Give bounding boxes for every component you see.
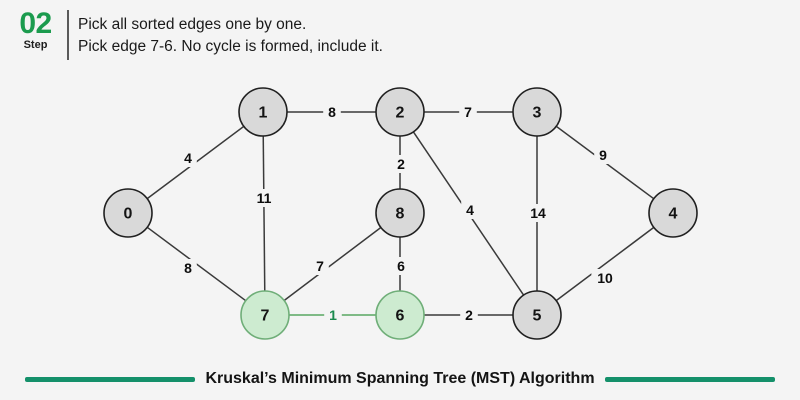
footer-title: Kruskal’s Minimum Spanning Tree (MST) Al…: [205, 370, 595, 387]
edge-weight-backdrop: [250, 189, 278, 207]
node-label-2: 2: [396, 105, 405, 122]
step-description-line-2: Pick edge 7-6. No cycle is formed, inclu…: [78, 38, 383, 55]
graph-node-4[interactable]: 4: [648, 188, 698, 238]
graph-node-2[interactable]: 2: [375, 87, 425, 137]
header-divider: [67, 10, 69, 60]
edge-weight-backdrop: [311, 257, 329, 275]
edge-weight-7-6: 1: [329, 307, 337, 323]
edge-weight-7-8: 7: [316, 258, 324, 274]
edge-weight-2-8: 2: [397, 156, 405, 172]
graph-node-6[interactable]: 6: [375, 290, 425, 340]
graph-canvas: 4 8 8 11 7 2 4 9 14 10 2 6 7 1 0 1 2 3 4 5 6 7 8: [0, 70, 800, 355]
graph-node-0[interactable]: 0: [103, 188, 153, 238]
step-number: 02: [19, 7, 52, 40]
node-label-1: 1: [259, 105, 268, 122]
edge-weight-0-1: 4: [184, 150, 192, 166]
edge-weight-3-4: 9: [599, 147, 607, 163]
node-circle-5[interactable]: [512, 290, 562, 340]
nodes-layer: 0 1 2 3 4 5 6 7 8: [103, 87, 698, 340]
edge-weight-backdrop: [460, 306, 478, 324]
edge-weight-backdrop: [461, 201, 479, 219]
edge-weight-1-7: 11: [257, 190, 272, 206]
node-label-7: 7: [261, 308, 270, 325]
edge-weight-5-6: 2: [465, 307, 473, 323]
graph-node-7[interactable]: 7: [240, 290, 290, 340]
edge-weight-2-3: 7: [464, 104, 472, 120]
step-indicator: 02 Step: [8, 8, 63, 52]
edge-weight-backdrop: [179, 149, 197, 167]
node-label-8: 8: [396, 206, 405, 223]
edge-weight-1-2: 8: [328, 104, 336, 120]
edge-weight-backdrop: [392, 155, 410, 173]
node-circle-4[interactable]: [648, 188, 698, 238]
step-description-line-1: Pick all sorted edges one by one.: [78, 16, 307, 33]
graph-node-1[interactable]: 1: [238, 87, 288, 137]
graph-edge-1-7: [262, 135, 266, 292]
graph-edge-7-8: [283, 226, 382, 302]
edge-weight-backdrop: [591, 269, 619, 287]
edge-weight-backdrop: [323, 103, 341, 121]
node-circle-7[interactable]: [240, 290, 290, 340]
graph-edge-4-5: [555, 226, 655, 302]
node-label-0: 0: [124, 206, 133, 223]
edge-weight-4-5: 10: [597, 270, 613, 286]
node-label-5: 5: [533, 308, 542, 325]
graph-node-3[interactable]: 3: [512, 87, 562, 137]
graph-node-5[interactable]: 5: [512, 290, 562, 340]
step-label: Step: [23, 39, 48, 51]
node-label-3: 3: [533, 105, 542, 122]
footer-rule-right: [604, 376, 776, 382]
step-description: Pick all sorted edges one by one. Pick e…: [78, 14, 383, 58]
step-header: 02 Step Pick all sorted edges one by one…: [0, 0, 800, 70]
node-circle-2[interactable]: [375, 87, 425, 137]
edge-weight-0-7: 8: [184, 260, 192, 276]
edge-weight-backdrop: [594, 146, 612, 164]
edge-weight-backdrop: [179, 259, 197, 277]
graph-node-8[interactable]: 8: [375, 188, 425, 238]
footer-caption: Kruskal’s Minimum Spanning Tree (MST) Al…: [0, 358, 800, 400]
edge-weight-backdrop: [324, 306, 342, 324]
node-label-4: 4: [669, 206, 678, 223]
node-circle-8[interactable]: [375, 188, 425, 238]
edge-weights-layer: 4 8 8 11 7 2 4 9 14 10 2 6 7 1: [179, 103, 619, 324]
edge-weight-backdrop: [524, 204, 552, 222]
footer-rule-left: [25, 376, 196, 382]
node-circle-1[interactable]: [238, 87, 288, 137]
node-circle-3[interactable]: [512, 87, 562, 137]
node-label-6: 6: [396, 308, 405, 325]
edge-weight-2-5: 4: [466, 202, 474, 218]
edge-weight-backdrop: [459, 103, 477, 121]
edge-weight-backdrop: [392, 257, 410, 275]
node-circle-0[interactable]: [103, 188, 153, 238]
edge-weight-3-5: 14: [530, 205, 546, 221]
edge-weight-6-8: 6: [397, 258, 405, 274]
graph-svg: 4 8 8 11 7 2 4 9 14 10 2 6 7 1 0 1 2 3 4 5 6 7 8: [103, 87, 698, 340]
node-circle-6[interactable]: [375, 290, 425, 340]
